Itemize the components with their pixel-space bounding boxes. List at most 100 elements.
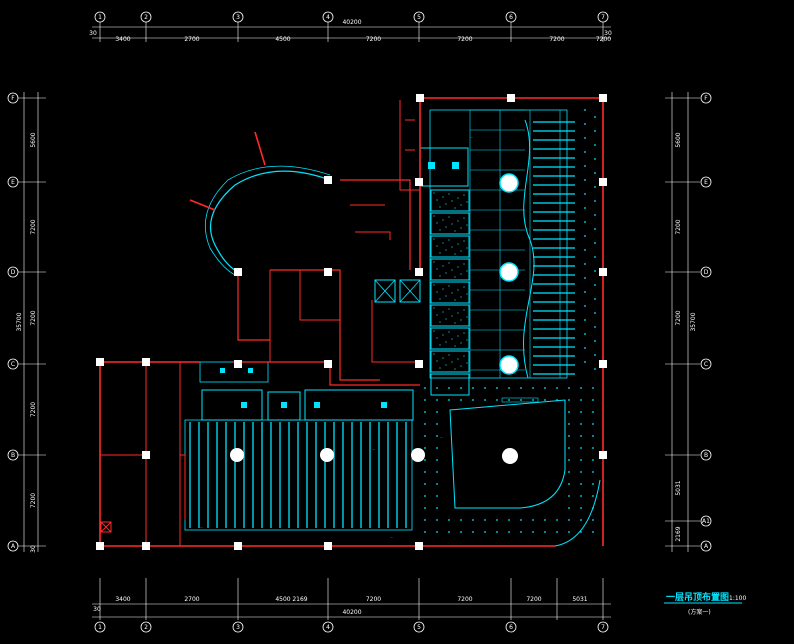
bottom-axis-bubble: [232, 621, 244, 633]
hatch-dot: [436, 337, 438, 339]
hatch-dot: [448, 354, 450, 356]
hatch-dot: [457, 197, 459, 199]
right-segment-dim: 7200: [675, 310, 682, 325]
hatched-panel: [430, 258, 470, 281]
bottom-axis-bubble-label: 2: [144, 624, 148, 631]
hatch-dot: [463, 217, 465, 219]
drawing-subtitle: (方案一): [688, 608, 711, 616]
hatch-dot: [451, 246, 453, 248]
left-segment-dim: 7200: [30, 402, 37, 417]
hatched-panel: [430, 373, 470, 396]
hatched-panel: [430, 212, 470, 235]
downlight: [556, 531, 558, 533]
hatched-panel: [430, 327, 470, 350]
bulkhead-panel: [267, 391, 301, 421]
top-segment-dim: 3400: [115, 36, 130, 43]
column: [507, 94, 515, 102]
downlight: [436, 531, 438, 533]
downlight: [556, 387, 558, 389]
downlight: [594, 144, 596, 146]
downlight: [592, 531, 594, 533]
column: [415, 360, 423, 368]
hatch-dot: [466, 293, 468, 295]
downlight: [472, 519, 474, 521]
ceiling-fixture: [314, 402, 320, 408]
right-axis-bubble: [700, 449, 712, 461]
downlight: [584, 179, 586, 181]
elevator-ceiling: [399, 279, 421, 303]
hatch-dot: [448, 308, 450, 310]
downlight: [568, 447, 570, 449]
bottom-segment-dim: 5031: [572, 596, 587, 603]
downlight: [592, 423, 594, 425]
downlight: [424, 483, 426, 485]
downlight: [594, 214, 596, 216]
hatch-dot: [463, 263, 465, 265]
downlight: [472, 531, 474, 533]
column: [599, 178, 607, 186]
hatch-dot: [454, 276, 456, 278]
downlight: [592, 519, 594, 521]
column: [96, 542, 104, 550]
ceiling-line: [399, 279, 421, 303]
hatch-dot: [445, 249, 447, 251]
downlight: [580, 471, 582, 473]
downlight: [436, 447, 438, 449]
hatch-dot: [442, 288, 444, 290]
downlight: [592, 447, 594, 449]
downlight: [584, 249, 586, 251]
column: [415, 542, 423, 550]
hatch-dot: [442, 219, 444, 221]
radial-wall: [189, 199, 216, 211]
left-axis-bubble-label: D: [11, 269, 16, 276]
ceiling-callout: —: [200, 525, 203, 529]
top-total-dim: 40200: [342, 19, 361, 26]
hatched-panel: [430, 350, 470, 373]
lobby-light: [502, 448, 518, 464]
downlight: [424, 447, 426, 449]
top-axis-bubble-label: 2: [144, 14, 148, 21]
hatch-dot: [445, 295, 447, 297]
hatch-dot: [442, 311, 444, 313]
downlight: [592, 435, 594, 437]
downlight: [484, 519, 486, 521]
downlight: [568, 495, 570, 497]
top-axis-bubble-label: 7: [601, 14, 605, 21]
pendant-light: [499, 173, 519, 193]
left-end-label: 30: [30, 545, 37, 553]
right-segment-dim: 5031: [675, 480, 682, 495]
top-segment-dim: 7200: [366, 36, 381, 43]
downlight: [424, 399, 426, 401]
hatch-dot: [451, 315, 453, 317]
bottom-segment-dim: 3400: [115, 596, 130, 603]
hatch-dot: [457, 243, 459, 245]
hatch-dot: [466, 316, 468, 318]
right-total-dim: 35700: [690, 312, 697, 331]
bottom-axis-bubble-label: 1: [98, 624, 102, 631]
left-segment-dim: 7200: [30, 310, 37, 325]
column: [142, 542, 150, 550]
right-axis-bubble: [700, 358, 712, 370]
top-segment-dim: 7200: [596, 36, 611, 43]
right-axis-bubble-label: A: [704, 543, 709, 550]
bottom-axis-bubble: [140, 621, 152, 633]
downlight: [424, 411, 426, 413]
downlight: [460, 531, 462, 533]
downlight: [594, 228, 596, 230]
downlight: [556, 399, 558, 401]
bottom-axis-bubble-label: 3: [236, 624, 240, 631]
downlight: [484, 387, 486, 389]
left-total-dim: 35700: [16, 312, 23, 331]
downlight: [594, 284, 596, 286]
right-axis-bubble-label: F: [704, 95, 708, 102]
downlight: [594, 298, 596, 300]
hatch-dot: [448, 216, 450, 218]
downlight: [424, 459, 426, 461]
downlight: [568, 519, 570, 521]
bottom-segment-dim: 7200: [526, 596, 541, 603]
column: [234, 542, 242, 550]
bottom-axis-bubble: [505, 621, 517, 633]
downlight: [520, 387, 522, 389]
pendant-light: [411, 448, 425, 462]
